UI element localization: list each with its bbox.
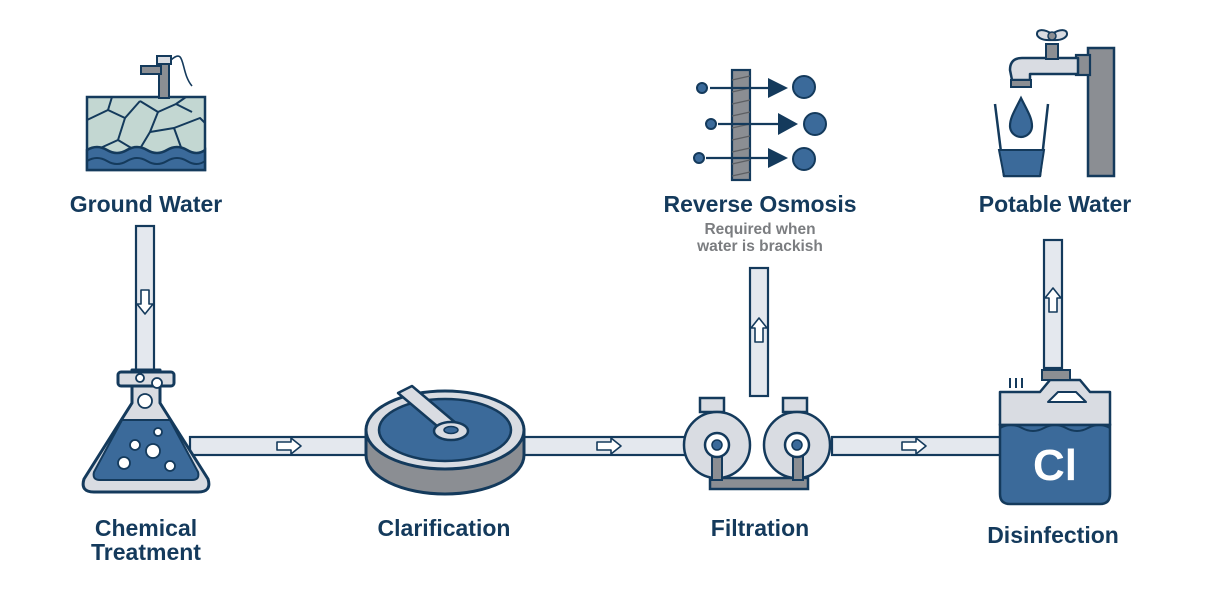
reverse-osmosis-note-line1: Required when bbox=[704, 221, 816, 238]
filtration-label: Filtration bbox=[710, 515, 810, 541]
reverse-osmosis-note-line2: water is brackish bbox=[697, 238, 823, 255]
arrow-right-icon bbox=[901, 437, 927, 455]
reverse-osmosis-label: Reverse Osmosis bbox=[663, 191, 857, 217]
ground-water-label: Ground Water bbox=[69, 191, 223, 217]
chemical-treatment-label-line1: Chemical bbox=[94, 515, 198, 541]
membrane-icon bbox=[693, 68, 827, 182]
chemical-treatment-label-line2: Treatment bbox=[91, 539, 201, 565]
ground-water-icon bbox=[85, 55, 207, 172]
flow-arrows bbox=[136, 287, 1062, 455]
arrow-up-icon bbox=[1044, 287, 1062, 313]
faucet-glass-icon bbox=[993, 29, 1116, 178]
arrow-down-icon bbox=[136, 289, 154, 315]
flask-icon bbox=[81, 368, 211, 494]
chlorine-symbol: Cl bbox=[1033, 441, 1077, 490]
arrow-right-icon bbox=[596, 437, 622, 455]
potable-water-label: Potable Water bbox=[978, 191, 1132, 217]
filter-pumps-icon bbox=[682, 396, 832, 491]
clarifier-icon bbox=[364, 384, 526, 496]
pipes bbox=[134, 224, 1064, 457]
clarification-label: Clarification bbox=[377, 515, 511, 541]
disinfection-label: Disinfection bbox=[987, 522, 1119, 548]
arrow-up-icon bbox=[750, 317, 768, 343]
arrow-right-icon bbox=[276, 437, 302, 455]
chlorine-tank-icon bbox=[998, 369, 1112, 506]
